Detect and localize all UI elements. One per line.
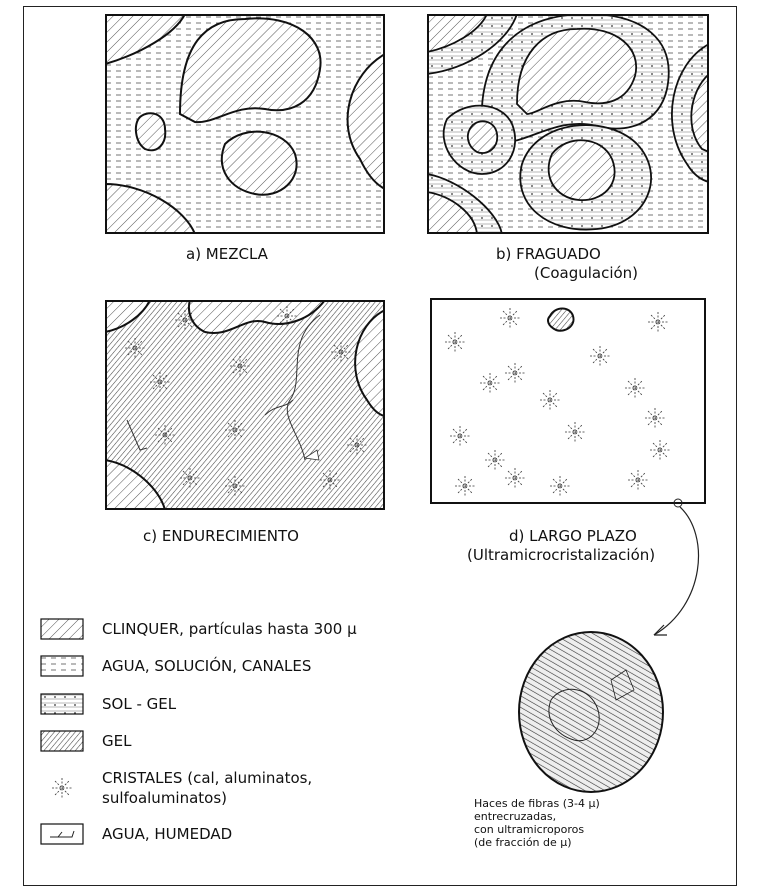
crystal-star-icon — [40, 777, 84, 799]
legend-item-crystals: CRISTALES (cal, aluminatos, sulfoalumina… — [40, 766, 312, 810]
zoom-caption-line3: con ultramicroporos — [474, 823, 600, 836]
legend-label-crystals: CRISTALES (cal, aluminatos, sulfoalumina… — [102, 768, 312, 808]
caption-largo-plazo: d) LARGO PLAZO — [509, 527, 637, 545]
caption-endurecimiento: c) ENDURECIMIENTO — [143, 527, 299, 545]
moisture-icon — [40, 823, 84, 845]
legend-label-sol-gel: SOL - GEL — [102, 694, 176, 714]
fiber-zoom-ellipse — [516, 630, 666, 795]
legend-item-sol-gel: SOL - GEL — [40, 689, 176, 719]
legend-label-clinker: CLINQUER, partículas hasta 300 μ — [102, 619, 357, 639]
legend-item-clinker: CLINQUER, partículas hasta 300 μ — [40, 614, 357, 644]
gel-pattern-icon — [40, 730, 84, 752]
water-pattern-icon — [40, 655, 84, 677]
panel-endurecimiento — [105, 300, 385, 510]
zoom-caption-line4: (de fracción de μ) — [474, 836, 600, 849]
zoom-caption-line1: Haces de fibras (3-4 μ) — [474, 797, 600, 810]
legend-label-gel: GEL — [102, 731, 131, 751]
legend-label-water: AGUA, SOLUCIÓN, CANALES — [102, 656, 311, 676]
legend-label-crystals-line2: sulfoaluminatos) — [102, 789, 227, 807]
legend-item-moisture: AGUA, HUMEDAD — [40, 819, 232, 849]
legend-item-gel: GEL — [40, 726, 131, 756]
caption-fraguado: b) FRAGUADO — [496, 245, 601, 263]
clinker-pattern-icon — [40, 618, 84, 640]
caption-fraguado-sub: (Coagulación) — [534, 264, 638, 282]
legend-label-crystals-line1: CRISTALES (cal, aluminatos, — [102, 769, 312, 787]
zoom-arrow — [640, 495, 720, 645]
legend-item-water: AGUA, SOLUCIÓN, CANALES — [40, 651, 311, 681]
caption-mezcla: a) MEZCLA — [186, 245, 268, 263]
zoom-caption-line2: entrecruzadas, — [474, 810, 600, 823]
caption-largo-plazo-sub: (Ultramicrocristalización) — [467, 546, 655, 564]
legend-label-moisture: AGUA, HUMEDAD — [102, 824, 232, 844]
panel-mezcla — [105, 14, 385, 234]
panel-fraguado — [427, 14, 709, 234]
sol-gel-pattern-icon — [40, 693, 84, 715]
panel-largo-plazo — [430, 298, 706, 504]
zoom-caption: Haces de fibras (3-4 μ) entrecruzadas, c… — [474, 797, 600, 849]
